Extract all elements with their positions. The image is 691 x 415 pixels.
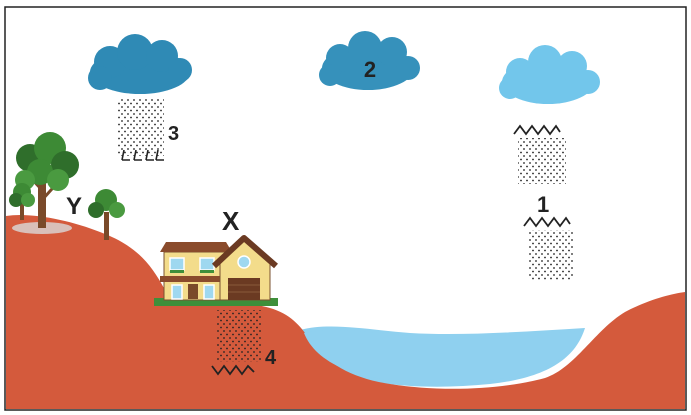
label-4: 4 xyxy=(265,347,277,369)
cloud-condensation xyxy=(319,31,420,90)
label-3: 3 xyxy=(168,123,179,145)
label-y: Y xyxy=(66,193,82,220)
groundwater-seepage xyxy=(211,310,262,376)
label-x: X xyxy=(222,206,240,236)
house xyxy=(154,235,278,306)
cloud-evaporation xyxy=(499,45,600,104)
label-1: 1 xyxy=(537,192,549,217)
tree-large xyxy=(12,132,79,234)
label-2: 2 xyxy=(364,57,376,82)
lake-surface xyxy=(304,329,582,383)
tree-small-right xyxy=(88,189,125,240)
vapor-upper xyxy=(513,124,566,184)
tree-small-left xyxy=(9,183,35,220)
ground-hill xyxy=(6,214,685,409)
vapor-lower xyxy=(523,216,574,280)
cloud-rain xyxy=(88,34,192,94)
rain-precipitation xyxy=(118,98,164,161)
